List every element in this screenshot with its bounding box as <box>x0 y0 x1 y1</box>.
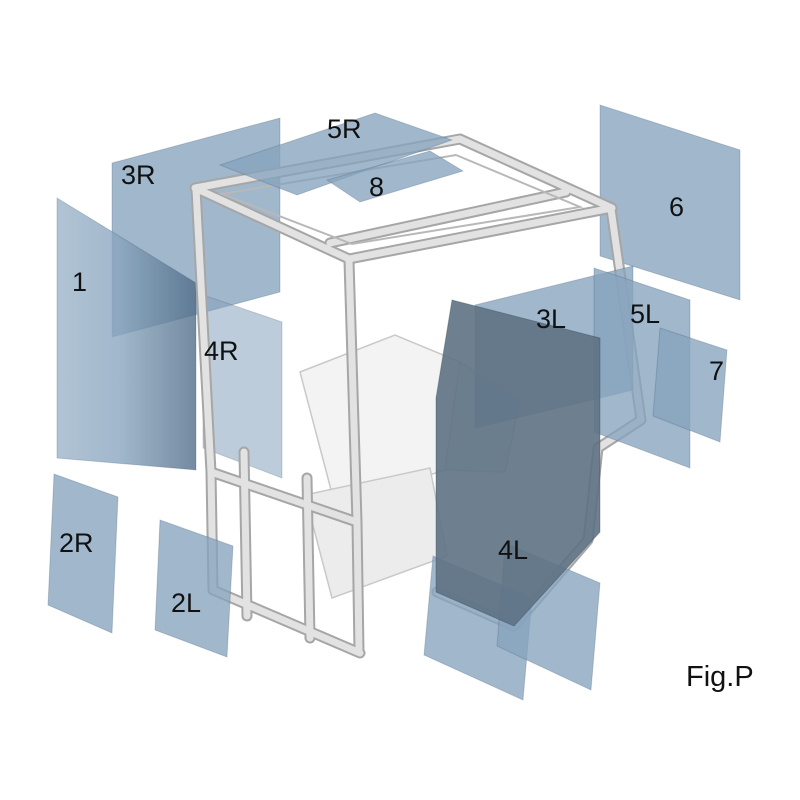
part-label-4R: 4R <box>204 336 239 366</box>
interior-floor <box>304 467 448 599</box>
part-label-3L: 3L <box>536 304 567 334</box>
frame-door-bar-a-core <box>240 448 251 620</box>
part-label-2R: 2R <box>59 528 94 558</box>
part-label-4L: 4L <box>498 535 529 565</box>
glass-panel-4L <box>435 299 601 627</box>
glass-panel-1 <box>56 197 197 471</box>
part-label-5L: 5L <box>630 299 661 329</box>
part-label-7: 7 <box>709 356 725 386</box>
part-label-3R: 3R <box>121 160 156 190</box>
frame-mid-rail-core <box>207 468 361 526</box>
part-label-1: 1 <box>72 267 88 297</box>
glass-panel-2R <box>47 473 119 634</box>
part-label-2L: 2L <box>171 588 202 618</box>
glass-panel-7 <box>652 327 728 443</box>
frame-left-pillar-core <box>192 185 364 657</box>
glass-panels-back <box>56 104 741 479</box>
glass-panel-5R <box>218 112 454 196</box>
part-label-6: 6 <box>669 192 685 222</box>
figure-caption: Fig.P <box>686 661 754 693</box>
glass-panel-8 <box>325 150 465 203</box>
glass-panels-front <box>47 112 728 701</box>
frame-roof-cross-core <box>326 188 570 247</box>
glass-panel-2L <box>154 519 234 658</box>
part-label-8: 8 <box>369 172 385 202</box>
frame-door-bar-b-core <box>303 474 314 642</box>
part-label-5R: 5R <box>327 114 362 144</box>
